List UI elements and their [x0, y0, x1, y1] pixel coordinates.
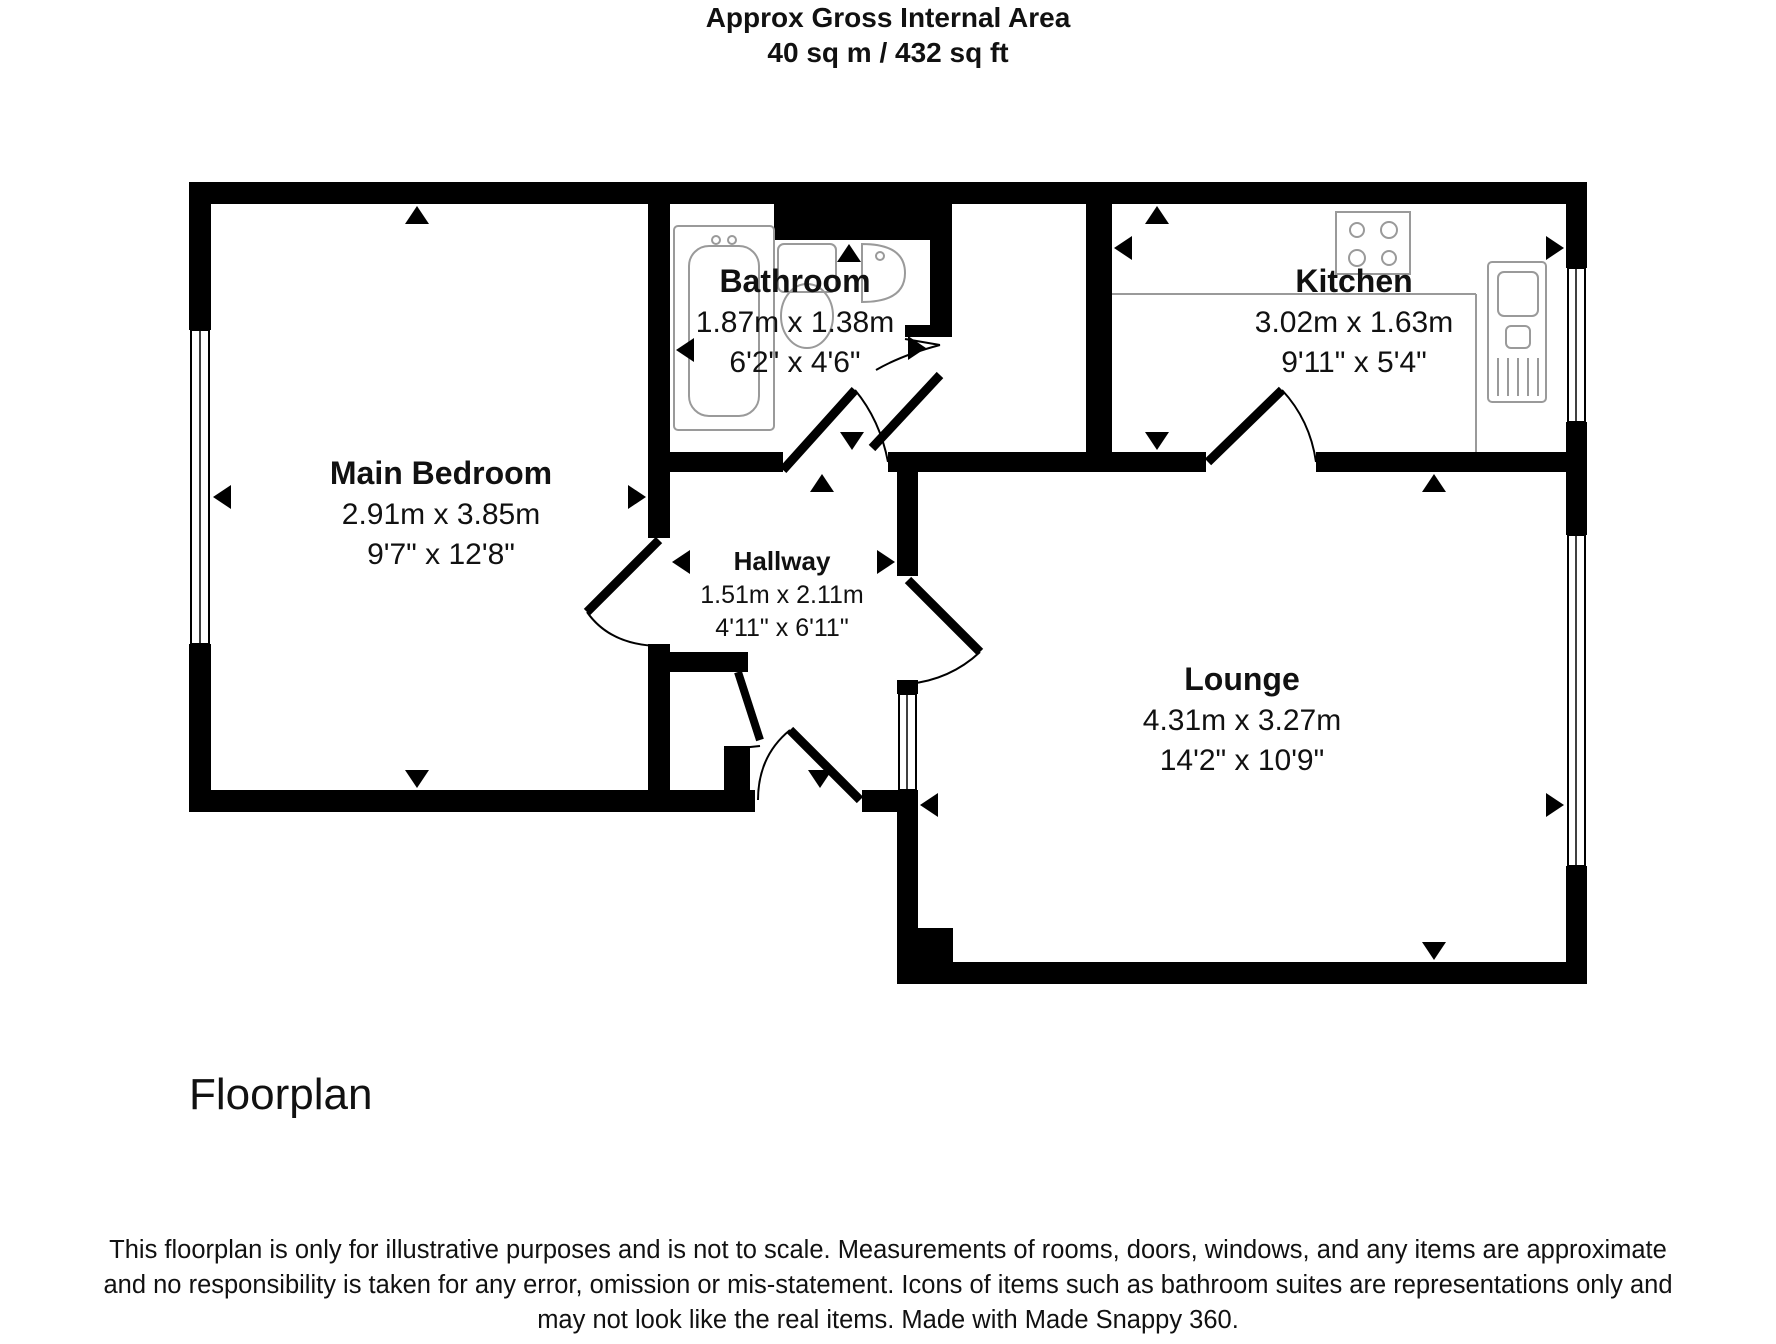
area-value: 40 sq m / 432 sq ft	[767, 37, 1009, 68]
lounge-name: Lounge	[1184, 661, 1300, 697]
kitchen-imperial: 9'11" x 5'4"	[1281, 346, 1427, 379]
walls	[189, 182, 1587, 984]
main-bedroom-metric: 2.91m x 3.85m	[342, 498, 540, 531]
dimension-arrows	[213, 206, 1564, 960]
doors	[583, 338, 1317, 804]
hallway-name: Hallway	[734, 546, 831, 576]
kitchen-name: Kitchen	[1295, 263, 1412, 299]
hob-icon	[1335, 211, 1411, 275]
kitchen-fixtures	[1112, 211, 1547, 452]
sink-icon	[1487, 261, 1547, 403]
bath-icon	[673, 225, 775, 431]
main-bedroom-name: Main Bedroom	[330, 455, 552, 491]
windows	[190, 267, 1586, 867]
room-labels: Main Bedroom 2.91m x 3.85m 9'7" x 12'8" …	[330, 263, 1453, 777]
bathroom-imperial: 6'2" x 4'6"	[729, 346, 860, 379]
disclaimer: This floorplan is only for illustrative …	[0, 1233, 1776, 1338]
area-header: Approx Gross Internal Area 40 sq m / 432…	[0, 0, 1776, 70]
lounge-imperial: 14'2" x 10'9"	[1160, 744, 1325, 777]
hallway-imperial: 4'11" x 6'11"	[715, 614, 848, 642]
lounge-metric: 4.31m x 3.27m	[1143, 704, 1341, 737]
floor-label: Floorplan	[189, 1070, 373, 1119]
bathroom-metric: 1.87m x 1.38m	[696, 306, 894, 339]
kitchen-metric: 3.02m x 1.63m	[1255, 306, 1453, 339]
bathroom-name: Bathroom	[719, 263, 870, 299]
disclaimer-line-1: This floorplan is only for illustrative …	[109, 1236, 1667, 1264]
disclaimer-line-2: and no responsibility is taken for any e…	[103, 1271, 1673, 1299]
main-bedroom-imperial: 9'7" x 12'8"	[367, 538, 515, 571]
disclaimer-line-3: may not look like the real items. Made w…	[537, 1306, 1239, 1334]
hallway-metric: 1.51m x 2.11m	[700, 581, 864, 609]
toilet-icon	[780, 283, 834, 349]
bathroom-fixtures	[673, 225, 907, 431]
toilet-cistern-icon	[777, 243, 837, 293]
area-title: Approx Gross Internal Area	[705, 2, 1071, 33]
basin-icon	[861, 242, 907, 304]
